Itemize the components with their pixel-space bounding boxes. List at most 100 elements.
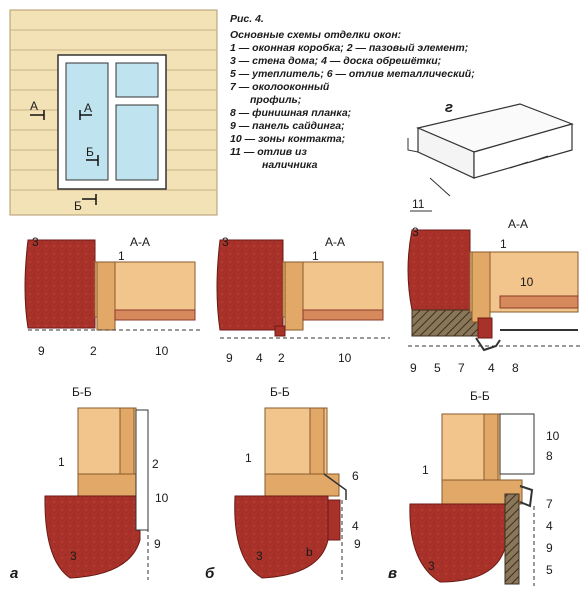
label-10: 10 [155,491,169,505]
label-9: 9 [154,537,161,551]
detail-g-sill: г 11 [407,99,574,212]
label-1: 1 [422,463,429,477]
metal-sill-6 [323,473,347,500]
label-8: 8 [546,449,553,463]
wall-3 [234,495,329,579]
groove-element [119,407,135,475]
cut-lines [30,110,99,205]
label-10: 10 [520,275,534,289]
section-label: А-А [130,235,150,249]
insulation-5 [504,493,520,585]
cut-b-top-label: Б [86,145,94,159]
label-3: 3 [412,225,419,239]
contact-zone-10 [302,309,384,321]
label-8: 8 [512,361,519,375]
label-5: 5 [546,563,553,577]
caption-line: 11 — отлив из [230,146,307,158]
contact-zone-10 [499,295,579,309]
label-3: 3 [222,235,229,249]
section-label: А-А [325,235,345,249]
groove-element [309,407,325,475]
label-6: 6 [352,469,359,483]
caption-line: 10 — зоны контакта; [230,133,345,145]
label-3: 3 [70,549,77,563]
finish-strip-8 [499,413,535,475]
section-label: А-А [508,217,528,231]
caption-line: наличника [262,159,318,171]
label-3: 3 [256,549,263,563]
groove-element [483,413,499,481]
contact-zone-10 [114,309,196,321]
trim-profile-7 [519,485,534,508]
cut-a-left-label: А [30,99,38,113]
wall-3 [24,239,96,329]
label-2: 2 [90,344,97,358]
insulation-5 [411,309,481,337]
column-a-section-aa: А-А 3 1 9 2 10 [24,235,200,358]
section-label: Б-Б [470,389,490,403]
wall-3 [407,229,471,311]
column-letter-a: а [10,565,18,582]
section-label: Б-Б [270,385,290,399]
batten-4 [274,325,286,337]
label-9: 9 [410,361,417,375]
label-2: 2 [152,457,159,471]
column-letter-c: в [388,565,397,582]
label-3: 3 [428,559,435,573]
trim-profile-7 [475,337,501,352]
column-b-section-aa: А-А 3 1 9 4 2 10 [216,235,390,365]
caption-line: 8 — финишная планка; [230,107,351,119]
sill-frame [77,473,141,497]
caption-line: 5 — утеплитель; 6 — отлив металлический; [230,68,475,80]
overview-window-panel: А А Б Б [9,9,218,216]
groove-element-2 [96,261,116,331]
figure-title: Рис. 4. [230,13,264,25]
groove-element [471,251,491,323]
label-9: 9 [226,351,233,365]
groove-element-2 [284,261,304,331]
caption-line: 1 — оконная коробка; 2 — пазовый элемент… [230,42,468,54]
label-10: 10 [155,344,169,358]
wall-3 [44,495,141,579]
label-1: 1 [118,249,125,263]
batten-4 [327,499,341,541]
label-4: 4 [546,519,553,533]
label-4: 4 [488,361,495,375]
column-c-section-aa: А-А 3 1 10 9 5 7 4 8 [407,217,580,375]
siding-profile [135,409,149,531]
caption-line: 7 — околооконный [230,81,330,93]
section-label: Б-Б [72,385,92,399]
label-4: 4 [256,351,263,365]
caption-line: Основные схемы отделки окон: [230,29,401,41]
label-10: 10 [546,429,560,443]
label-9: 9 [38,344,45,358]
label-1: 1 [58,455,65,469]
cut-b-bottom-label: Б [74,199,82,213]
column-c-section-bb: Б-Б 10 8 1 7 4 9 3 5 в [388,389,560,586]
caption-line: профиль; [250,94,301,106]
window-pane-bottom-right [115,104,159,181]
column-b-section-bb: Б-Б 1 6 4 3 b 9 б [205,385,361,582]
label-4: 4 [352,519,359,533]
window-pane-left [65,62,109,181]
label-9: 9 [354,537,361,551]
label-1: 1 [500,237,507,251]
label-10: 10 [338,351,352,365]
label-1: 1 [245,451,252,465]
cut-a-right-label: А [84,101,92,115]
wall-3 [409,503,506,583]
batten-4 [477,317,493,339]
figure-caption: Рис. 4. Основные схемы отделки окон: 1 —… [230,13,475,171]
label-7: 7 [546,497,553,511]
window-pane-top-right [115,62,159,98]
label-3: 3 [32,235,39,249]
caption-line: 9 — панель сайдинга; [230,120,345,132]
label-2: 2 [278,351,285,365]
caption-line: 3 — стена дома; 4 — доска обрешётки; [230,55,441,67]
label-7: 7 [458,361,465,375]
column-letter-b: б [205,565,215,582]
label-1: 1 [312,249,319,263]
detail-g-label-11: 11 [412,197,425,211]
detail-g-letter: г [445,99,453,116]
